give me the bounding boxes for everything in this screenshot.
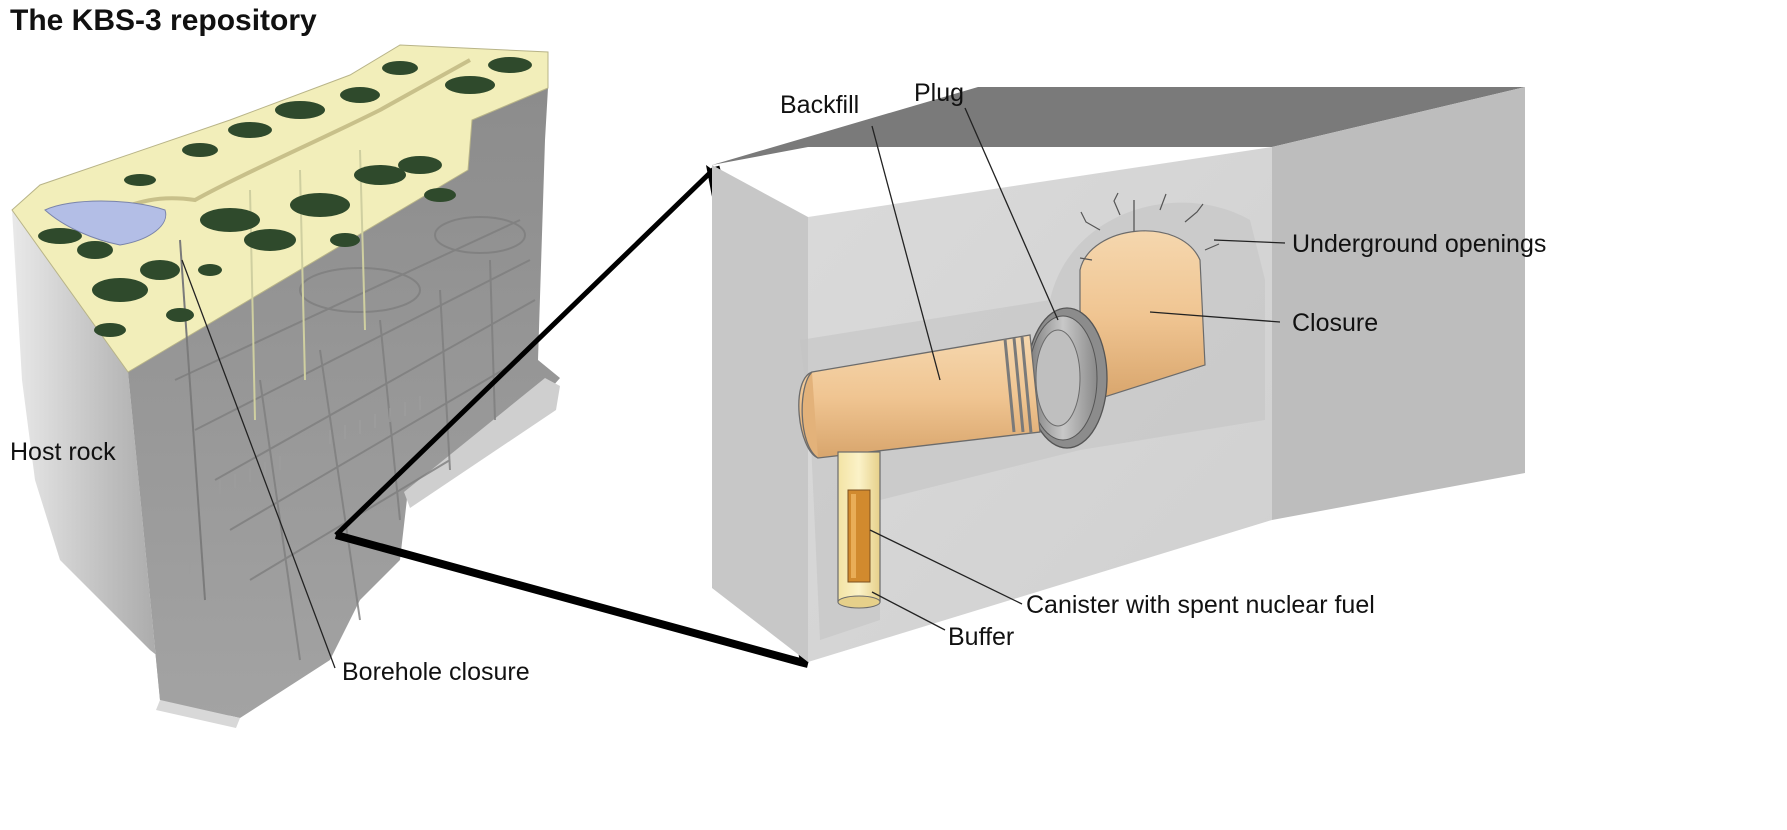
leader-lines <box>181 107 1286 669</box>
host-rock-front-face <box>128 88 560 718</box>
lake <box>44 200 167 246</box>
label-buffer: Buffer <box>948 623 1015 651</box>
backfill-tunnel <box>798 334 1041 459</box>
label-backfill: Backfill <box>780 91 860 119</box>
label-closure: Closure <box>1292 309 1379 337</box>
rock-fractures <box>1079 192 1220 261</box>
host-rock-left-face <box>12 210 235 722</box>
label-canister: Canister with spent nuclear fuel <box>1026 591 1375 619</box>
label-underground-openings: Underground openings <box>1292 230 1547 258</box>
detail-block-right <box>1272 87 1525 520</box>
deposition-holes <box>189 396 421 574</box>
plug-ring <box>1026 307 1108 449</box>
detail-block <box>712 87 1525 662</box>
repository-block <box>11 44 560 728</box>
leader-plug <box>964 107 1059 321</box>
leader-canister <box>869 529 1023 605</box>
forest <box>38 57 532 337</box>
deposition-hole <box>837 451 881 609</box>
label-plug: Plug <box>914 79 965 107</box>
detail-block-top <box>712 87 1525 165</box>
diagram-title: The KBS-3 repository <box>10 4 317 37</box>
label-host-rock: Host rock <box>10 438 116 466</box>
access-ramp <box>179 239 206 601</box>
detail-block-left <box>712 165 808 662</box>
lower-ledge <box>404 378 560 508</box>
leader-closure <box>1149 311 1281 323</box>
base-strip <box>156 700 240 728</box>
leader-borehole-closure <box>181 259 336 669</box>
label-borehole-closure: Borehole closure <box>342 658 530 686</box>
leader-backfill <box>871 125 941 381</box>
closure-tunnel <box>1079 230 1206 401</box>
leader-underground-openings <box>1213 239 1286 244</box>
leader-buffer <box>871 591 946 631</box>
